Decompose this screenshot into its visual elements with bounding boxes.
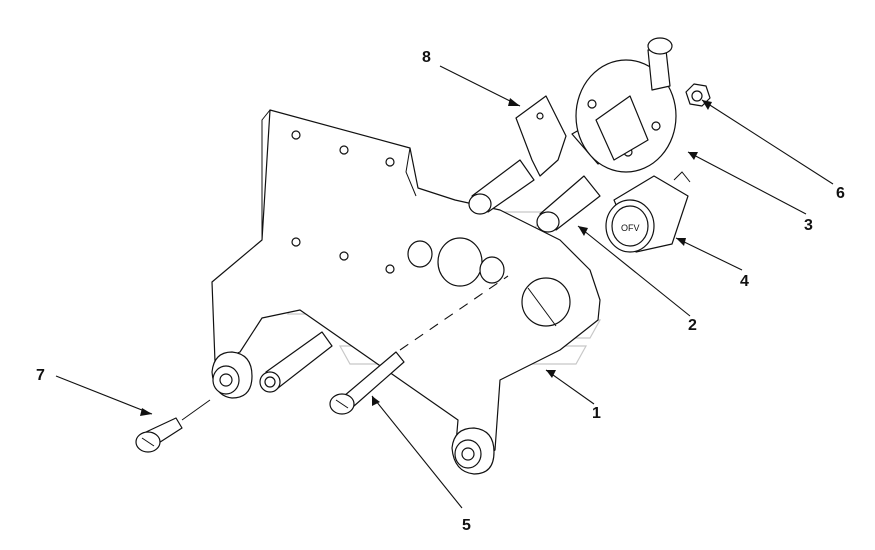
leader-lines [55, 65, 834, 509]
callout-1: 1 [592, 405, 601, 422]
tube-2 [468, 159, 601, 233]
callout-6: 6 [836, 185, 845, 202]
callout-4: 4 [740, 273, 749, 290]
screw-7 [135, 399, 211, 453]
knob-marking: OFV [621, 223, 640, 233]
bolt-5 [259, 331, 405, 415]
callout-7: 7 [36, 367, 45, 384]
assembly-axis [399, 275, 509, 351]
callout-2: 2 [688, 317, 697, 334]
callout-8: 8 [422, 49, 431, 66]
callout-3: 3 [804, 217, 813, 234]
plate-bosses [211, 351, 495, 475]
flange-3 [575, 37, 677, 173]
mounting-plate [211, 109, 601, 471]
callout-5: 5 [462, 517, 471, 534]
knob-4 [605, 171, 691, 253]
